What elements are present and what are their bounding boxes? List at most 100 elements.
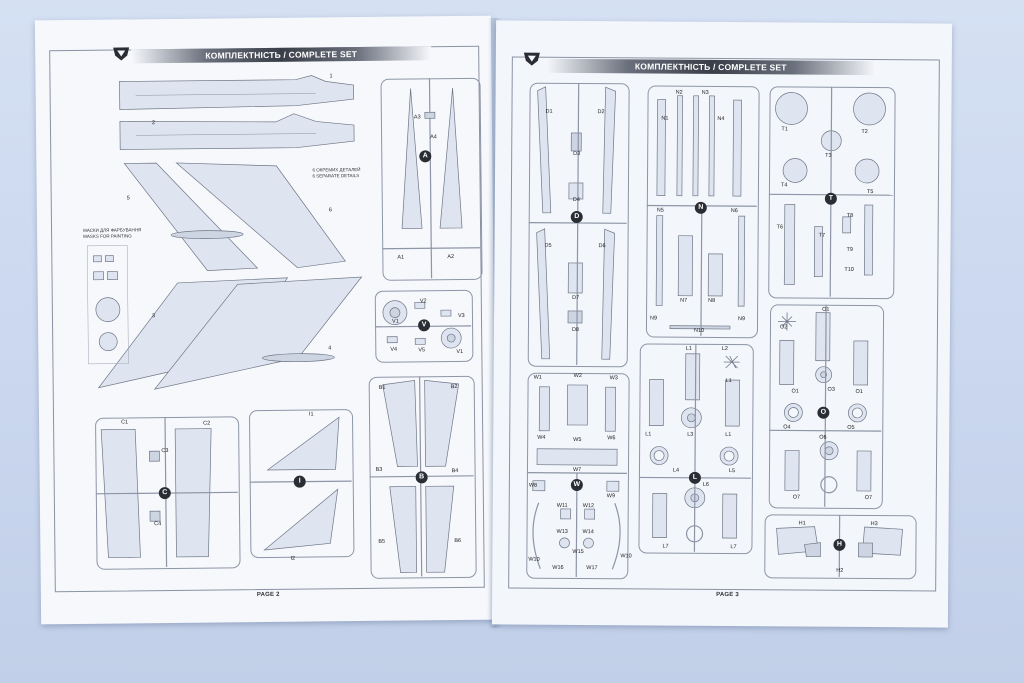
part-label: V1 bbox=[391, 318, 399, 325]
part-number: 1 bbox=[329, 73, 333, 80]
part-label: D3 bbox=[573, 150, 581, 158]
page-number: PAGE 3 bbox=[716, 591, 739, 599]
part-label: V4 bbox=[390, 346, 398, 353]
instruction-page-left: КОМПЛЕКТНІСТЬ / COMPLETE SET 1 2 5 6 3 4… bbox=[34, 15, 498, 625]
sprue-letter: V bbox=[418, 319, 431, 332]
part-label: H3 bbox=[870, 521, 878, 528]
part-label: H1 bbox=[798, 520, 806, 527]
wing-parts bbox=[97, 162, 363, 390]
part-label: L1 bbox=[725, 378, 732, 385]
sprue-a-parts bbox=[382, 78, 481, 279]
part-label: W8 bbox=[528, 482, 538, 489]
part-label: T5 bbox=[866, 189, 874, 196]
part-label: D7 bbox=[572, 294, 580, 302]
sprue-b-parts bbox=[369, 376, 474, 577]
sprue-letter: A bbox=[419, 150, 432, 163]
part-label: B4 bbox=[451, 467, 459, 475]
part-number: 4 bbox=[328, 345, 332, 352]
part-label: N8 bbox=[708, 297, 716, 304]
brand-logo-icon bbox=[523, 52, 540, 66]
fuselage-parts bbox=[119, 75, 355, 150]
part-label: L1 bbox=[685, 345, 692, 352]
part-label: L3 bbox=[687, 431, 694, 438]
sprue-h-parts bbox=[776, 514, 903, 577]
part-label: O7 bbox=[792, 494, 801, 501]
part-label: W7 bbox=[572, 466, 582, 474]
part-label: T10 bbox=[844, 266, 854, 273]
part-label: W11 bbox=[556, 502, 568, 509]
part-label: C1 bbox=[121, 419, 129, 426]
part-label: O1 bbox=[822, 306, 830, 313]
part-label: V2 bbox=[419, 298, 427, 305]
part-label: W15 bbox=[572, 548, 584, 556]
part-label: A2 bbox=[447, 254, 455, 261]
part-label: W17 bbox=[586, 565, 598, 572]
part-label: D1 bbox=[545, 108, 553, 115]
part-label: H2 bbox=[836, 567, 844, 574]
part-label: C2 bbox=[203, 420, 211, 427]
part-label: T8 bbox=[846, 212, 854, 219]
part-label: O1 bbox=[855, 388, 863, 395]
sprue-c-parts bbox=[95, 417, 238, 568]
sprue-letter: D bbox=[570, 210, 583, 224]
part-label: N3 bbox=[701, 89, 709, 96]
part-label: V3 bbox=[457, 312, 465, 319]
part-label: B3 bbox=[375, 466, 383, 473]
part-label: T3 bbox=[825, 152, 832, 159]
part-label: C3 bbox=[161, 448, 169, 455]
part-number: 6 bbox=[328, 207, 332, 214]
part-label: W3 bbox=[609, 375, 618, 382]
part-label: T6 bbox=[776, 224, 784, 231]
paint-masks bbox=[86, 245, 129, 365]
part-label: I2 bbox=[290, 555, 296, 562]
part-label: C4 bbox=[154, 521, 162, 528]
part-label: L1 bbox=[725, 432, 732, 439]
page-header: КОМПЛЕКТНІСТЬ / COMPLETE SET bbox=[545, 58, 876, 76]
sprue-letter: O bbox=[817, 406, 830, 419]
part-label: W10 bbox=[528, 556, 540, 563]
part-label: O3 bbox=[827, 386, 835, 393]
part-label: L4 bbox=[672, 467, 680, 474]
part-label: B6 bbox=[454, 537, 462, 545]
sprue-i-parts bbox=[249, 416, 352, 551]
sprue-d-parts bbox=[528, 82, 627, 365]
part-label: W12 bbox=[582, 503, 595, 510]
part-label: B1 bbox=[378, 384, 386, 391]
part-number: 2 bbox=[151, 120, 156, 127]
sprue-letter: W bbox=[570, 478, 583, 492]
part-label: O6 bbox=[819, 434, 827, 441]
sprue-letter: B bbox=[415, 471, 428, 484]
sprue-letter: C bbox=[158, 487, 171, 500]
part-number: 5 bbox=[126, 195, 130, 202]
sprue-letter: T bbox=[824, 192, 837, 205]
part-label: D5 bbox=[544, 242, 552, 249]
part-label: W6 bbox=[607, 435, 616, 442]
part-label: W4 bbox=[537, 434, 546, 441]
part-label: B5 bbox=[378, 538, 386, 545]
part-label: T7 bbox=[818, 232, 826, 239]
part-label: L2 bbox=[721, 345, 728, 353]
part-label: L7 bbox=[662, 543, 669, 550]
part-label: N7 bbox=[680, 297, 688, 304]
brand-logo-icon bbox=[113, 47, 130, 61]
part-label: N5 bbox=[656, 207, 664, 214]
part-label: W1 bbox=[533, 374, 542, 381]
part-label: D2 bbox=[597, 109, 605, 116]
part-label: L7 bbox=[730, 544, 737, 551]
part-label: A3 bbox=[413, 114, 421, 121]
page-number: PAGE 2 bbox=[256, 591, 280, 599]
part-label: W9 bbox=[606, 493, 616, 500]
part-label: W2 bbox=[573, 372, 582, 380]
part-label: D8 bbox=[571, 326, 580, 334]
sprue-letter: H bbox=[833, 538, 846, 551]
part-label: N2 bbox=[675, 89, 683, 96]
part-label: N9 bbox=[650, 315, 658, 322]
part-label: O5 bbox=[847, 424, 855, 431]
part-label: O1 bbox=[791, 388, 799, 395]
part-label: L1 bbox=[645, 431, 652, 438]
part-label: A4 bbox=[430, 134, 437, 141]
sprue-letter: L bbox=[688, 471, 701, 484]
part-label: V5 bbox=[418, 347, 426, 354]
